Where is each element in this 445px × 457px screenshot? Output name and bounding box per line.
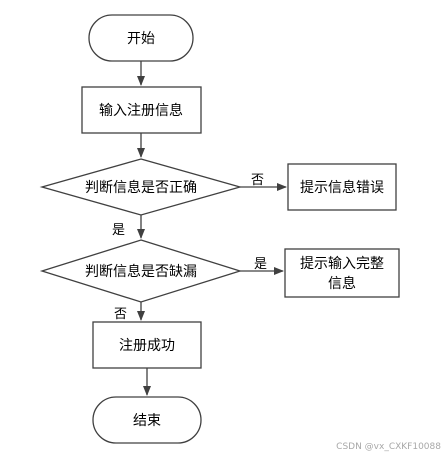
success-node: 注册成功 (92, 321, 202, 369)
input-registration-label: 输入注册信息 (99, 102, 183, 119)
error-tip-node: 提示信息错误 (287, 163, 397, 211)
check-missing-decision: 判断信息是否缺漏 (39, 239, 243, 303)
start-label: 开始 (127, 31, 155, 47)
check-correct-decision: 判断信息是否正确 (39, 158, 243, 216)
complete-tip-label-line1: 提示输入完整 (300, 256, 384, 272)
check-missing-label: 判断信息是否缺漏 (85, 263, 197, 280)
success-label: 注册成功 (119, 338, 175, 354)
complete-tip-node: 提示输入完整 信息 (284, 248, 400, 298)
edge-label-missing-no: 否 (114, 307, 127, 322)
end-label: 结束 (133, 413, 161, 429)
end-node: 结束 (92, 396, 202, 444)
complete-tip-label-line2: 信息 (328, 275, 356, 292)
check-correct-label: 判断信息是否正确 (85, 179, 197, 196)
error-tip-label: 提示信息错误 (300, 179, 384, 196)
watermark-text: CSDN @vx_CXKF10088 (336, 442, 441, 452)
edge-label-missing-yes: 是 (254, 257, 267, 272)
edge-label-correct-yes: 是 (112, 223, 125, 238)
start-node: 开始 (88, 14, 194, 62)
input-registration-node: 输入注册信息 (81, 86, 202, 134)
edge-label-correct-no: 否 (251, 173, 264, 188)
